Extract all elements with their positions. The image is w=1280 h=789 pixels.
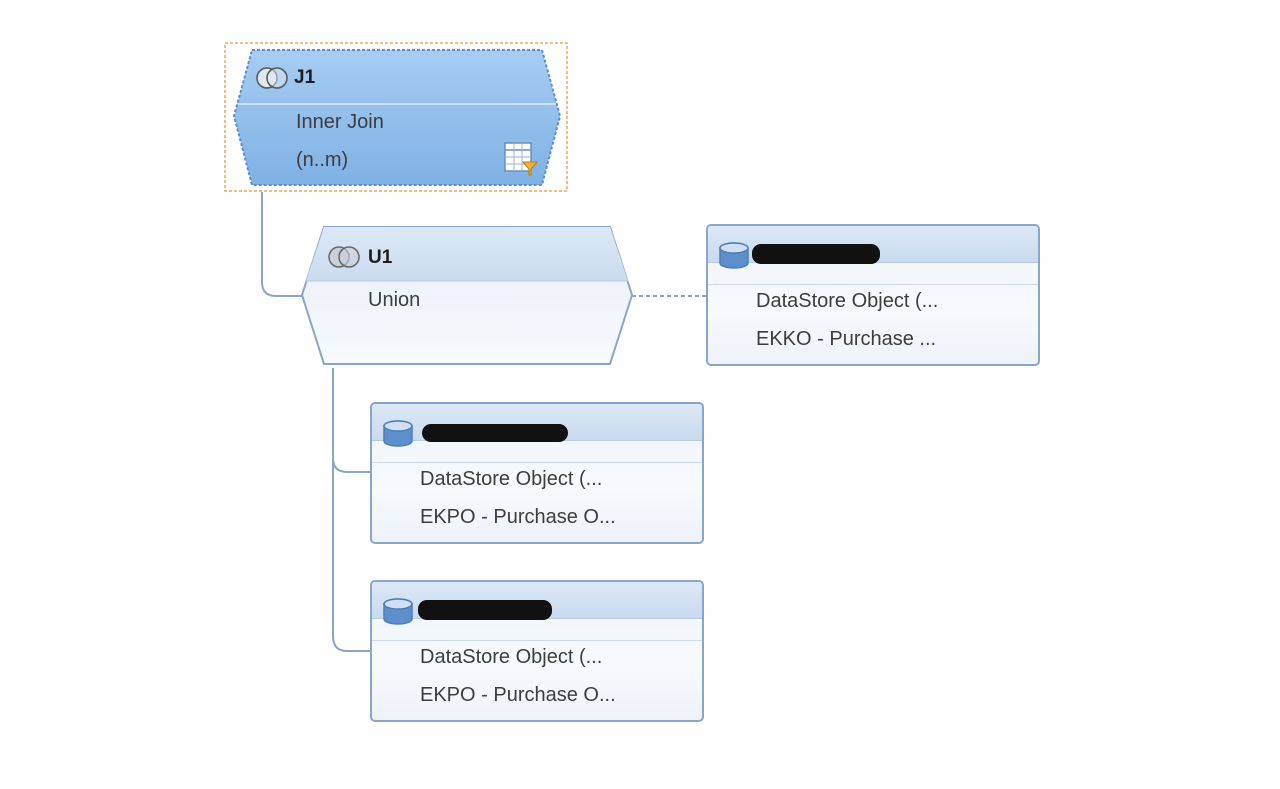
join-node-shape [224,42,568,192]
datastore-node-2[interactable]: DataStore Object (... EKPO - Purchase O.… [370,402,704,544]
redacted-name [422,424,568,442]
database-icon [718,242,750,270]
datastore-description: EKPO - Purchase O... [420,506,616,528]
connector-u1-ds2 [332,368,372,473]
union-node-name: U1 [368,247,393,268]
join-cardinality: (n..m) [296,149,349,171]
datastore-type-label: DataStore Object (... [420,468,603,490]
join-node-name: J1 [294,67,316,88]
datastore-node-1[interactable]: DataStore Object (... EKKO - Purchase ..… [706,224,1040,366]
union-icon [326,245,366,269]
selection-frame [224,42,568,192]
redacted-name [752,244,880,264]
database-icon [382,420,414,448]
join-icon [254,66,294,90]
redacted-name [418,600,552,620]
union-type-label: Union [368,289,421,311]
datastore-type-label: DataStore Object (... [756,290,939,312]
datastore-description: EKPO - Purchase O... [420,684,616,706]
datastore-type-label: DataStore Object (... [420,646,603,668]
datastore-description: EKKO - Purchase ... [756,328,937,350]
datastore-node-3[interactable]: DataStore Object (... EKPO - Purchase O.… [370,580,704,722]
union-node-u1[interactable]: U1 Union [300,225,636,367]
join-node-j1[interactable]: J1 Inner Join (n..m) [224,42,568,192]
union-node-shape [300,226,634,365]
connector-j1-u1 [261,192,302,297]
table-filter-icon[interactable] [504,142,539,176]
database-icon [382,598,414,626]
connector-u1-ds3 [332,458,372,652]
join-type-label: Inner Join [296,111,384,133]
